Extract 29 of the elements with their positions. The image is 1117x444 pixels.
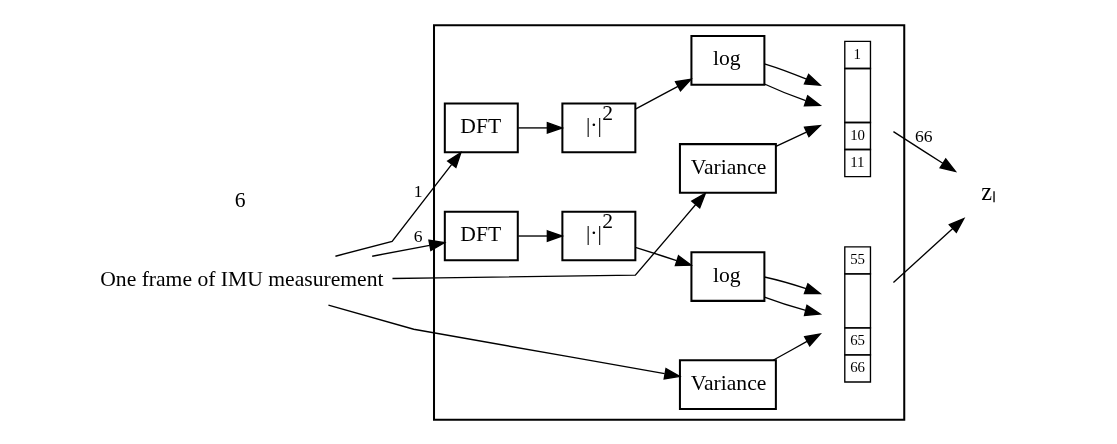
arrow: [771, 332, 822, 361]
edge-label: 66: [914, 125, 933, 146]
node-box: DFT: [443, 210, 519, 261]
arrow: [892, 130, 957, 173]
edge-label: 1: [413, 180, 423, 201]
node-box: log: [689, 34, 765, 86]
arrow: [763, 296, 822, 316]
node-text: zₗ: [980, 177, 996, 205]
edge-label: 6: [413, 225, 423, 246]
arrow: [327, 303, 682, 380]
node-box: Variance: [678, 142, 777, 194]
arrow: [371, 238, 446, 257]
node-box: log: [689, 250, 765, 302]
arrow: [517, 229, 564, 242]
cluster: [432, 23, 905, 421]
node-text: One frame of IMU measurement: [99, 266, 383, 291]
arrow: [391, 191, 707, 279]
label: 6: [234, 187, 246, 212]
arrow: [517, 121, 564, 134]
arrow: [763, 82, 822, 106]
arrow: [763, 275, 822, 294]
arrow: [774, 124, 822, 147]
arrow: [892, 216, 965, 283]
node-box: Variance: [678, 358, 777, 410]
node-box: DFT: [443, 102, 519, 153]
arrow: [763, 62, 822, 86]
arrow: [634, 77, 693, 110]
arrow: [334, 150, 462, 257]
arrow: [634, 246, 693, 266]
